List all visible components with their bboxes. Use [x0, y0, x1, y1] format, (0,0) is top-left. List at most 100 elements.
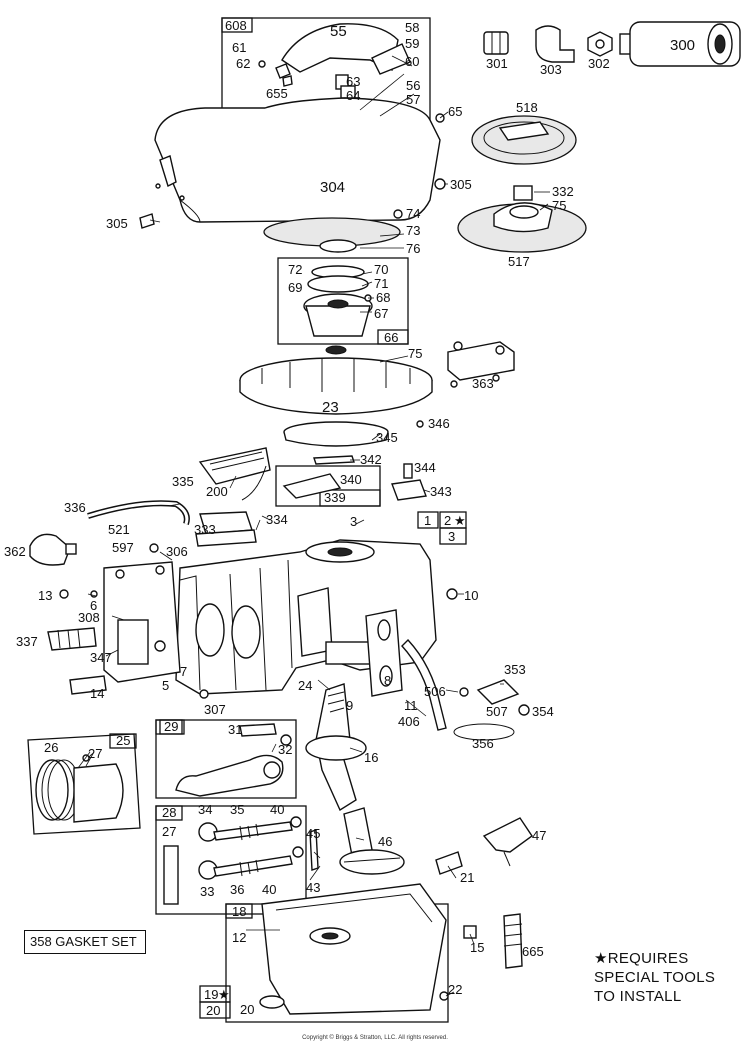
special-tools-note: ★REQUIRES SPECIAL TOOLS TO INSTALL — [594, 949, 744, 1006]
label-70: 70 — [374, 262, 388, 277]
label-40-upper: 40 — [270, 802, 284, 817]
label-608: 608 — [225, 18, 247, 33]
screw-307 — [199, 689, 209, 699]
label-16: 16 — [364, 750, 378, 765]
svg-text:★: ★ — [454, 513, 466, 528]
label-305-right: 305 — [450, 177, 472, 192]
gasket-set-label: 358 GASKET SET — [24, 930, 146, 954]
fuel-line — [87, 500, 190, 525]
governor-air-vane — [198, 447, 271, 501]
label-3-upper: 3 — [350, 514, 357, 529]
label-2-star: 2 — [444, 513, 451, 528]
label-68: 68 — [376, 290, 390, 305]
label-337: 337 — [16, 634, 38, 649]
label-63: 63 — [346, 74, 360, 89]
breather-tube — [401, 638, 447, 731]
label-24: 24 — [298, 678, 312, 693]
label-347: 347 — [90, 650, 112, 665]
screw-10 — [446, 588, 458, 600]
label-15: 15 — [470, 940, 484, 955]
label-1: 1 — [424, 513, 431, 528]
label-304: 304 — [320, 179, 345, 196]
label-308: 308 — [78, 610, 100, 625]
label-362: 362 — [4, 544, 26, 559]
piston-assembly — [27, 733, 141, 835]
camshaft — [309, 807, 405, 875]
breaker-cover — [283, 420, 424, 447]
label-40-lower: 40 — [262, 882, 276, 897]
note-line-1: ★REQUIRES — [594, 950, 689, 967]
breaker-point-assembly — [275, 465, 381, 507]
breaker-plunger — [313, 455, 427, 501]
label-29: 29 — [164, 719, 178, 734]
label-75-flywheel: 75 — [408, 346, 422, 361]
label-23: 23 — [322, 399, 339, 416]
label-75-top: 75 — [552, 198, 566, 213]
label-35: 35 — [230, 802, 244, 817]
label-200: 200 — [206, 484, 228, 499]
label-58: 58 — [405, 20, 419, 35]
label-18: 18 — [232, 904, 246, 919]
rotating-screen — [471, 115, 577, 165]
label-28: 28 — [162, 805, 176, 820]
label-345: 345 — [376, 430, 398, 445]
label-71: 71 — [374, 276, 388, 291]
label-339: 339 — [324, 490, 346, 505]
label-47: 47 — [532, 828, 546, 843]
svg-text:★: ★ — [218, 987, 230, 1002]
label-27-piston: 27 — [88, 746, 102, 761]
note-line-2: SPECIAL TOOLS — [594, 969, 716, 986]
label-506: 506 — [424, 684, 446, 699]
air-cleaner-parts — [483, 21, 741, 67]
governor-lever — [482, 817, 533, 867]
label-333: 333 — [194, 522, 216, 537]
label-20-boxed: 20 — [206, 1003, 220, 1018]
label-59: 59 — [405, 36, 419, 51]
breather-seal — [453, 679, 530, 741]
label-36: 36 — [230, 882, 244, 897]
label-597: 597 — [112, 540, 134, 555]
leader-lines — [77, 55, 550, 997]
label-306: 306 — [166, 544, 188, 559]
label-13: 13 — [38, 588, 52, 603]
label-10: 10 — [464, 588, 478, 603]
label-353: 353 — [504, 662, 526, 677]
crankcase-cover — [225, 883, 449, 1023]
blower-housing — [139, 97, 446, 229]
label-45: 45 — [306, 826, 320, 841]
drain-and-fill — [463, 913, 523, 969]
crankshaft — [305, 683, 367, 812]
label-655: 655 — [266, 86, 288, 101]
label-55: 55 — [330, 23, 347, 40]
label-20: 20 — [240, 1002, 254, 1017]
label-406: 406 — [398, 714, 420, 729]
label-56: 56 — [406, 78, 420, 93]
label-26: 26 — [44, 740, 58, 755]
label-67: 67 — [374, 306, 388, 321]
label-6: 6 — [90, 598, 97, 613]
label-64: 64 — [346, 88, 360, 103]
flywheel-screen-plate — [263, 209, 403, 253]
breather-assembly — [365, 609, 403, 697]
ignition-armature-bracket — [447, 341, 515, 388]
label-507: 507 — [486, 704, 508, 719]
valve-assembly — [155, 805, 307, 915]
label-12: 12 — [232, 930, 246, 945]
label-307: 307 — [204, 702, 226, 717]
label-301: 301 — [486, 56, 508, 71]
label-9: 9 — [346, 698, 353, 713]
label-74: 74 — [406, 206, 420, 221]
label-31: 31 — [228, 722, 242, 737]
copyright-notice: Copyright © Briggs & Stratton, LLC. All … — [302, 1035, 448, 1041]
label-302: 302 — [588, 56, 610, 71]
label-517: 517 — [508, 254, 530, 269]
part-labels: 608 55 58 59 60 61 62 655 63 64 56 57 65… — [4, 18, 695, 1019]
label-336: 336 — [64, 500, 86, 515]
carburetor-side — [47, 561, 181, 695]
label-62: 62 — [236, 56, 250, 71]
label-303: 303 — [540, 62, 562, 77]
connecting-rod-assembly — [155, 719, 297, 799]
label-11: 11 — [404, 698, 418, 713]
label-363: 363 — [472, 376, 494, 391]
label-340: 340 — [340, 472, 362, 487]
